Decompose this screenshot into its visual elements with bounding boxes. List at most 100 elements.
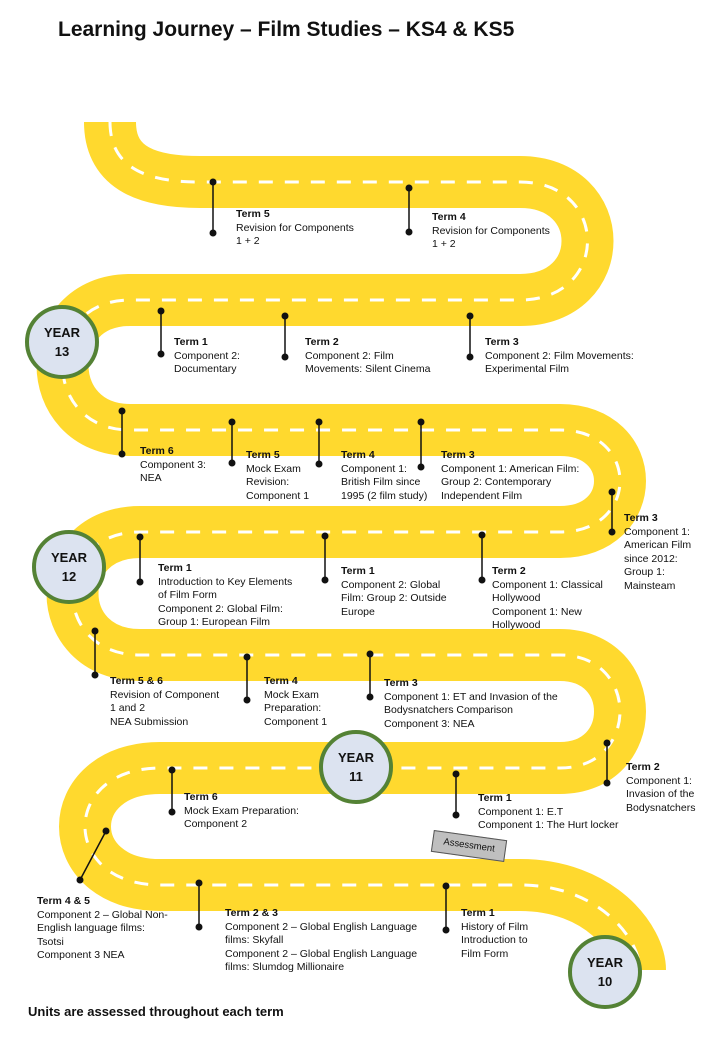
term-description-line: Component 1 xyxy=(264,715,328,728)
term-description-line: Experimental Film xyxy=(485,363,570,376)
pin-dot xyxy=(243,653,251,661)
term-heading: Term 5 & 6 xyxy=(110,675,163,687)
pin-dot xyxy=(608,528,616,536)
term-description-line: Component 1: xyxy=(341,462,407,475)
pin-dot xyxy=(228,459,236,467)
pin-dot xyxy=(168,808,176,816)
pin-dot xyxy=(76,876,84,884)
pin-dot xyxy=(136,533,144,541)
term-description-line: of Film Form xyxy=(158,589,217,602)
term-heading: Term 1 xyxy=(158,562,192,574)
term-description-line: English language films: xyxy=(37,922,145,935)
term-heading: Term 1 xyxy=(478,792,512,804)
term-description-line: Film Form xyxy=(461,947,509,960)
term-description-line: Mock Exam xyxy=(246,462,301,475)
term-description-line: Bodysnatchers Comparison xyxy=(384,704,513,717)
term-description-line: Independent Film xyxy=(441,489,523,502)
term-description-line: Component 2: Global Film: xyxy=(158,602,283,615)
term-description-line: films: Skyfall xyxy=(225,934,284,947)
term-description-line: Hollywood xyxy=(492,592,541,605)
pin-dot xyxy=(228,418,236,426)
term-description-line: Group 1: European Film xyxy=(158,616,271,629)
pin-dot xyxy=(168,766,176,774)
term-description-line: Group 2: Contemporary xyxy=(441,476,552,489)
pin-dot xyxy=(603,739,611,747)
term-description-line: Component 2: Film Movements: xyxy=(485,349,634,362)
term-description-line: NEA xyxy=(140,472,162,485)
term-heading: Term 2 & 3 xyxy=(225,907,278,919)
marker-pins xyxy=(76,178,616,934)
pin-dot xyxy=(209,178,217,186)
term-heading: Term 4 xyxy=(264,675,298,687)
term-description-line: Film: Group 2: Outside xyxy=(341,592,447,605)
term-description-line: Component 2 – Global English Language xyxy=(225,947,418,960)
term-heading: Term 2 xyxy=(305,336,339,348)
term-heading: Term 1 xyxy=(174,336,208,348)
term-description-line: NEA Submission xyxy=(110,715,189,728)
term-description-line: Documentary xyxy=(174,363,237,376)
term-description-line: Revision for Components xyxy=(432,224,550,237)
term-description-line: Component 1: ET and Invasion of the xyxy=(384,690,558,703)
pin-dot xyxy=(195,923,203,931)
term-description-line: films: Slumdog Millionaire xyxy=(225,961,345,974)
term-description-line: 1 + 2 xyxy=(236,235,260,248)
term-description-line: Revision for Components xyxy=(236,221,354,234)
term-description-line: Component 3: NEA xyxy=(384,717,475,730)
pin-dot xyxy=(243,696,251,704)
term-description-line: Invasion of the xyxy=(626,788,695,801)
term-heading: Term 4 xyxy=(341,449,375,461)
term-description-line: Bodysnatchers xyxy=(626,801,696,814)
term-description-line: History of Film xyxy=(461,920,529,933)
term-description-line: 1 + 2 xyxy=(432,238,456,251)
pin-dot xyxy=(118,407,126,415)
pin-dot xyxy=(118,450,126,458)
pin-dot xyxy=(91,671,99,679)
term-description-line: Component 2: Film xyxy=(305,349,394,362)
pin-dot xyxy=(366,650,374,658)
pin-dot xyxy=(209,229,217,237)
pin-dot xyxy=(466,312,474,320)
term-heading: Term 3 xyxy=(624,512,658,524)
term-description-line: Mainsteam xyxy=(624,579,676,592)
term-description-line: Component 1: New xyxy=(492,605,582,618)
term-description-line: Tsotsi xyxy=(37,935,64,948)
term-description-line: Component 2 – Global Non- xyxy=(37,908,168,921)
term-description-line: Component 1 xyxy=(246,489,310,502)
pin-dot xyxy=(417,463,425,471)
term-description-line: Component 1: xyxy=(626,774,692,787)
term-description-line: Group 1: xyxy=(624,566,665,579)
pin-dot xyxy=(281,353,289,361)
pin-dot xyxy=(603,779,611,787)
term-heading: Term 2 xyxy=(626,761,660,773)
pin-dot xyxy=(321,532,329,540)
pin-dot xyxy=(315,418,323,426)
term-heading: Term 1 xyxy=(461,907,495,919)
page-title: Learning Journey – Film Studies – KS4 & … xyxy=(58,18,515,41)
term-label: Term 2 & 3 Component 2 – Global English L… xyxy=(225,907,417,975)
pin-dot xyxy=(452,770,460,778)
term-description-line: Europe xyxy=(341,605,375,618)
term-description-line: Hollywood xyxy=(492,619,541,632)
term-description-line: Component 1: American Film: xyxy=(441,462,580,475)
term-description-line: Component 1: The Hurt locker xyxy=(478,819,619,832)
pin-dot xyxy=(478,531,486,539)
term-heading: Term 5 xyxy=(246,449,280,461)
term-heading: Term 6 xyxy=(140,445,174,457)
term-description-line: since 2012: xyxy=(624,552,678,565)
term-description-line: Revision of Component xyxy=(110,688,220,701)
term-description-line: Component 2: Global xyxy=(341,578,441,591)
pin-dot xyxy=(195,879,203,887)
